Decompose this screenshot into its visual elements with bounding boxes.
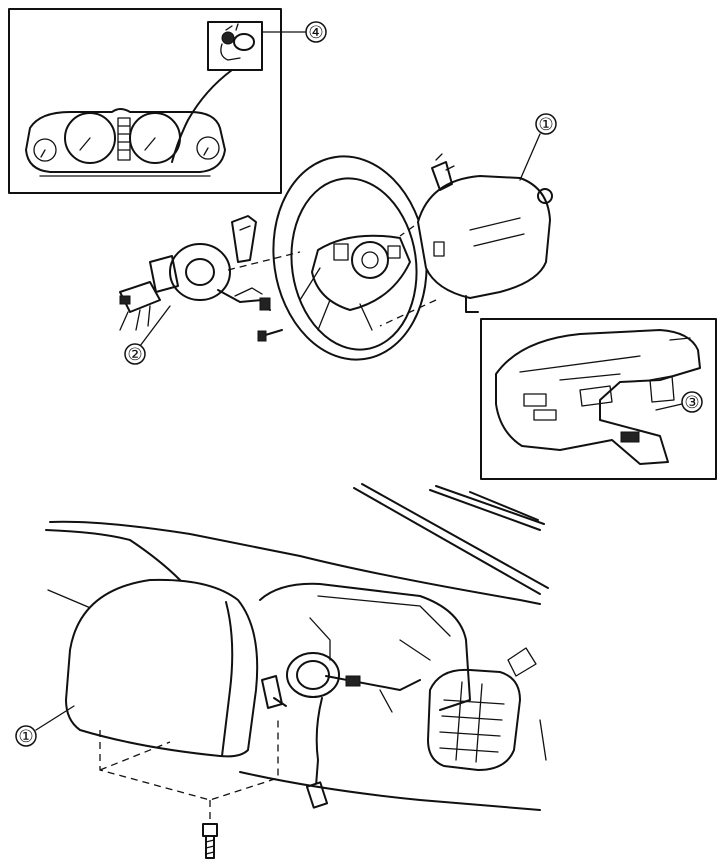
mounting-bolt: [202, 823, 218, 859]
instrument-cluster: [25, 108, 226, 177]
callout-4-label: ④: [308, 23, 323, 43]
callout-3: ③: [655, 391, 703, 413]
instrument-cluster-inset: [8, 8, 282, 194]
callout-2: ②: [124, 305, 171, 365]
steering-wheel: [257, 155, 428, 361]
clock-spring-assembly: [119, 215, 271, 331]
dashboard-inset: [480, 318, 717, 480]
air-vent: [427, 647, 537, 771]
callout-1-bottom-label: ①: [18, 727, 33, 747]
callout-3-label: ③: [684, 393, 699, 413]
airbag-warning-lamp-icon: [207, 21, 263, 71]
passenger-inflator: [286, 652, 421, 713]
callout-1-bottom: ①: [15, 705, 75, 747]
driver-airbag-module: [417, 153, 553, 313]
callout-1-top-label: ①: [538, 115, 553, 135]
passenger-airbag-installation: [45, 483, 549, 811]
callout-4: ④: [261, 21, 327, 43]
callout-2-label: ②: [127, 345, 142, 365]
passenger-airbag-module: [65, 578, 259, 758]
callout-1-top: ①: [519, 113, 557, 181]
